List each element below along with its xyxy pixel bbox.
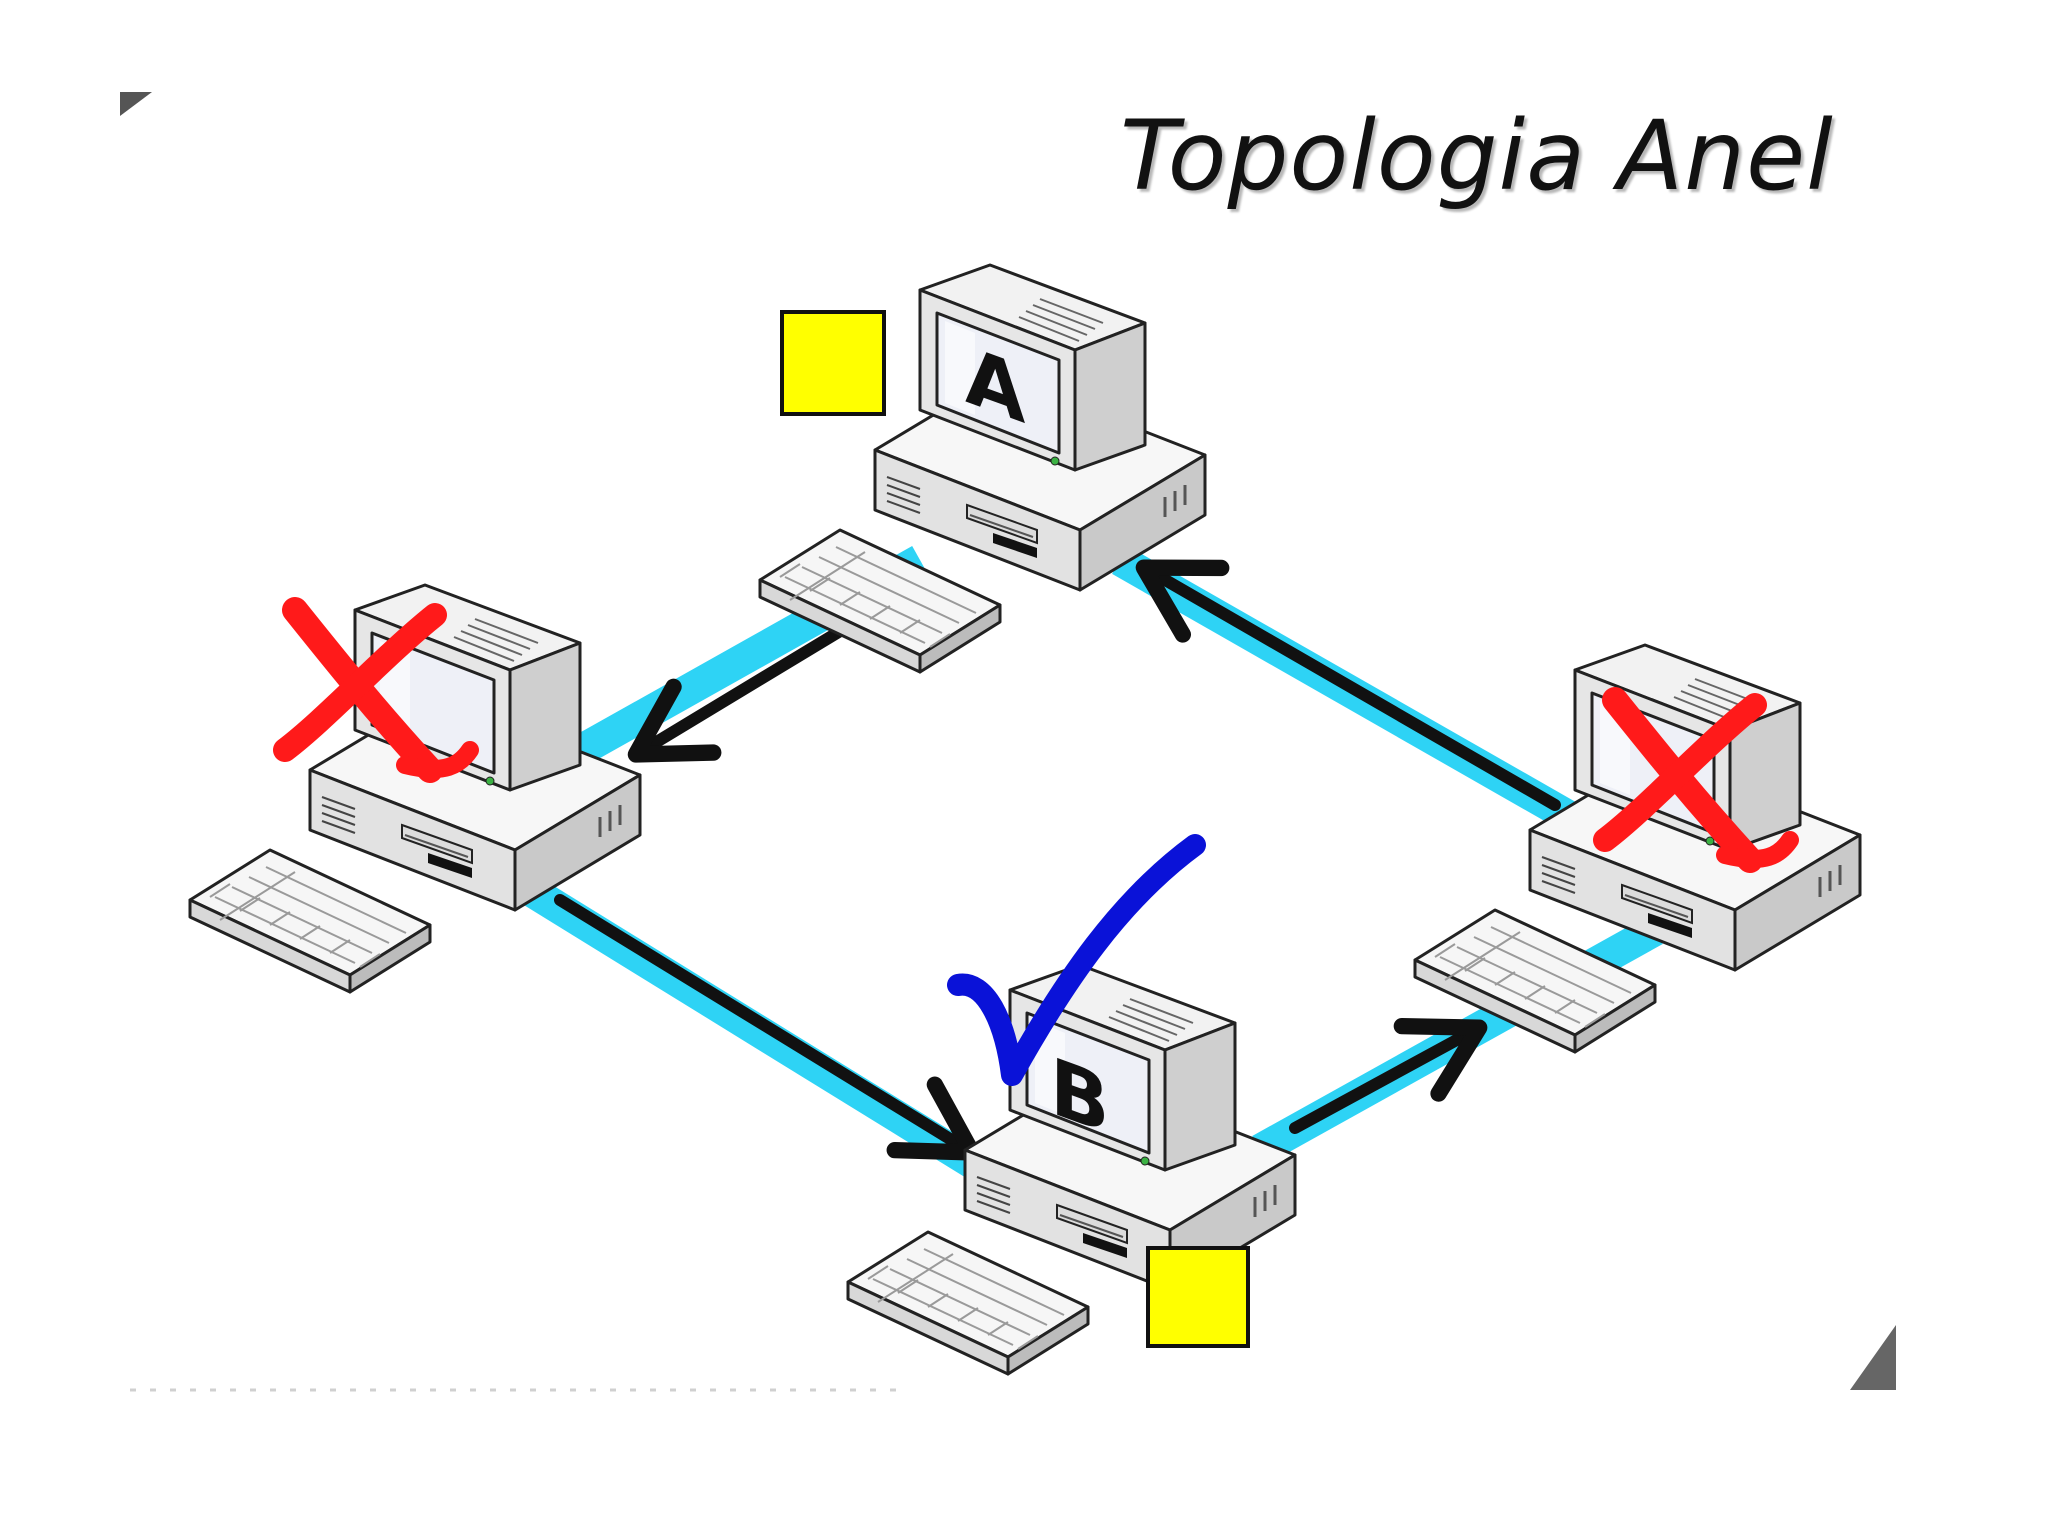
keyboard-icon <box>848 1232 1088 1374</box>
node-right <box>1415 645 1860 1052</box>
token-square-b <box>1148 1248 1248 1346</box>
flow-arrow-left-b <box>560 900 968 1150</box>
node-a: A <box>760 265 1205 672</box>
keyboard-icon <box>760 530 1000 672</box>
corner-curl-bottom-right <box>1850 1325 1896 1390</box>
computer-icon <box>875 265 1205 590</box>
keyboard-icon <box>190 850 430 992</box>
link-left-to-b <box>530 890 1000 1180</box>
flow-arrow-b-right <box>1295 1030 1475 1128</box>
diagram-title: Topologia Anel <box>1120 100 1834 212</box>
flow-arrow-right-a <box>1148 570 1555 805</box>
computer-icon <box>965 965 1295 1290</box>
token-square-a <box>782 312 884 414</box>
corner-curl-top-left <box>120 92 152 116</box>
